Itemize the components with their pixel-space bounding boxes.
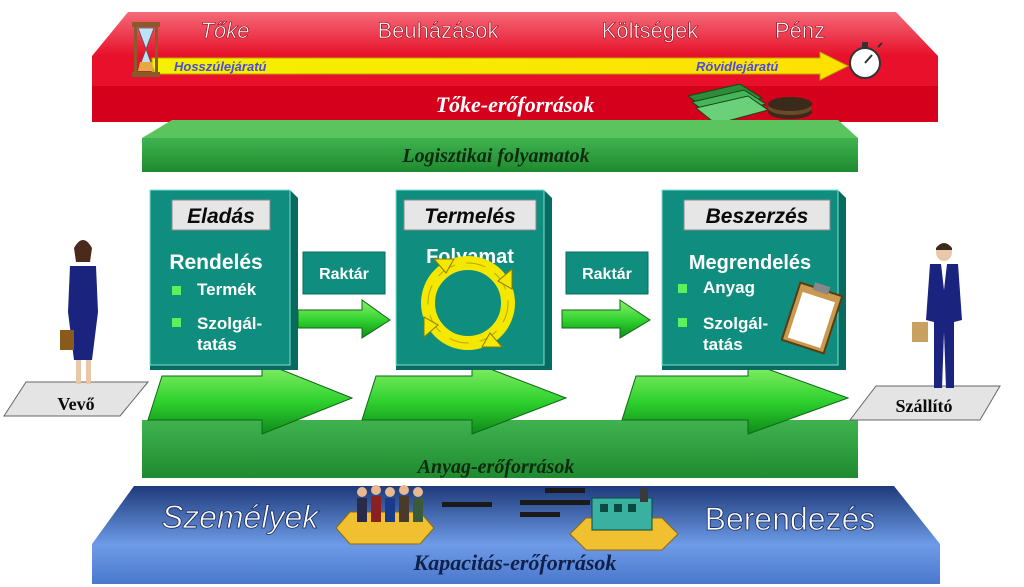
warehouse-2-label: Raktár <box>582 266 632 283</box>
top-label-koltsegek: Költségek <box>602 18 700 43</box>
supplier-label: Szállító <box>896 396 953 416</box>
stopwatch-icon <box>849 42 883 79</box>
arrow-label-long-term: Hosszúlejáratú <box>174 59 267 74</box>
logistics-title: Logisztikai folyamatok <box>401 145 589 167</box>
warehouse-1: Raktár <box>302 251 386 295</box>
purchasing-header: Beszerzés <box>706 205 809 228</box>
money-stack-icon <box>686 83 812 125</box>
big-arrow-3 <box>621 361 850 435</box>
top-label-toke: Tőke <box>201 18 250 43</box>
capacity-title: Kapacitás-erőforrások <box>413 550 617 575</box>
material-band-face <box>142 420 858 478</box>
big-arrow-1 <box>147 361 354 435</box>
capital-title: Tőke-erőforrások <box>436 92 595 117</box>
businessman-figure-icon <box>912 243 962 388</box>
factory-icon <box>569 488 679 551</box>
clipboard-icon <box>780 281 844 355</box>
capacity-left-label: Személyek <box>162 499 321 535</box>
arrow-label-short-term: Rövidlejáratú <box>696 59 778 74</box>
capacity-right-label: Berendezés <box>705 501 876 537</box>
term-arrow <box>151 51 850 81</box>
recycle-cycle-icon <box>421 256 515 350</box>
top-label-penz: Pénz <box>775 18 825 43</box>
purchasing-item-3: tatás <box>703 335 743 354</box>
logistics-band-top <box>142 120 858 138</box>
customer-label: Vevő <box>57 394 94 414</box>
sales-item-2: Szolgál- <box>197 314 262 333</box>
woman-figure-icon <box>60 240 98 384</box>
sales-item-1: Termék <box>197 280 257 299</box>
hourglass-icon <box>132 22 160 77</box>
network-lines <box>442 488 590 517</box>
capital-band-top <box>92 12 938 56</box>
small-arrow-2 <box>561 299 651 339</box>
warehouse-1-label: Raktár <box>319 266 369 283</box>
logistics-band-face <box>142 138 858 172</box>
production-header: Termelés <box>424 205 515 228</box>
warehouse-2: Raktár <box>565 251 649 295</box>
small-arrow-1 <box>297 299 391 339</box>
process-box-purchasing: Beszerzés Megrendelés Anyag Szolgál- tat… <box>661 189 846 370</box>
sales-item-3: tatás <box>197 335 237 354</box>
big-arrow-2 <box>361 361 568 435</box>
process-box-production: Termelés Folyamat <box>395 189 552 370</box>
capacity-band-top <box>92 486 940 544</box>
top-label-beruhazasok: Beuházások <box>377 18 499 43</box>
capacity-band-face <box>92 544 940 584</box>
sales-title: Rendelés <box>169 251 262 274</box>
process-box-sales: Eladás Rendelés Termék Szolgál- tatás <box>149 189 298 370</box>
purchasing-item-1: Anyag <box>703 278 755 297</box>
purchasing-title: Megrendelés <box>689 252 811 274</box>
material-title: Anyag-erőforrások <box>416 456 575 478</box>
customer-plate <box>3 381 150 417</box>
supplier-plate <box>848 385 1001 421</box>
people-group-icon <box>335 485 435 545</box>
purchasing-item-2: Szolgál- <box>703 314 768 333</box>
sales-header: Eladás <box>187 205 255 228</box>
